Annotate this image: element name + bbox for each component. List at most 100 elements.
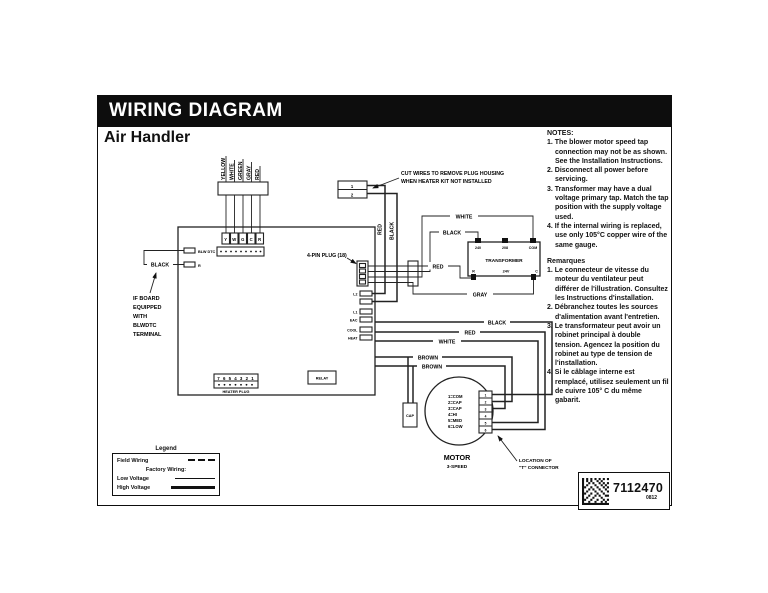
wire-label-red: RED (255, 169, 261, 180)
low-voltage-sample (175, 478, 215, 479)
motor-wires: BLACK RED WHITE BROWN BROWN (375, 318, 553, 431)
t-connector-note: "T" CONNECTOR (519, 465, 559, 471)
terminal-letter: W (232, 237, 236, 242)
motor-tap: 5=MED (448, 418, 462, 423)
motor-tap: 6=LOW (448, 424, 463, 429)
remarques-panel: Remarques 1. Le connecteur de vitesse du… (547, 257, 669, 406)
terminal-letter: C (250, 237, 253, 242)
if-board-note: EQUIPPED (133, 305, 161, 311)
wire-label-black: BLACK (443, 231, 461, 237)
legend: Legend Field Wiring Factory Wiring: Low … (112, 446, 220, 496)
remarques-heading: Remarques (547, 257, 586, 265)
notes-panel: NOTES: 1. The blower motor speed tap con… (547, 129, 669, 406)
wire-label-gray: GRAY (473, 293, 488, 299)
terminal-cool: COOL (347, 329, 358, 333)
terminal-letter: Y (224, 237, 227, 242)
wire-label-red-vert: RED (378, 224, 384, 235)
plug-pin-1: 1 (351, 184, 354, 189)
four-pin-plug: 4-PIN PLUG (18) RED BLACK WHITE GRAY (307, 212, 534, 299)
remarque-item: 2. Débranchez toutes les sources d'alime… (547, 304, 660, 321)
motor-speed-label: 3-SPEED (447, 464, 468, 470)
connector-pin: 6 (485, 429, 487, 433)
cut-wires-note: CUT WIRES TO REMOVE PLUG HOUSING (401, 171, 504, 177)
relay-box: RELAY (307, 370, 337, 385)
t-connector-note: LOCATION OF (519, 458, 552, 464)
legend-box: Field Wiring Factory Wiring: Low Voltage… (112, 453, 220, 496)
thermostat-wires: Y W G C R YELLOW WHITE GREEN GRAY RED (216, 156, 269, 257)
header-bar: WIRING DIAGRAM (97, 95, 672, 126)
legend-factory-wiring-label: Factory Wiring: (145, 466, 187, 473)
terminal-l2: L2 (353, 293, 357, 297)
wire-label-black-jumper: BLACK (151, 262, 169, 268)
blw-dtc-terminal-label: BLW DTC (198, 250, 216, 254)
if-board-note: BLWDTC (133, 323, 157, 329)
notes-heading: NOTES: (547, 130, 574, 137)
wire-label-yellow: YELLOW (221, 158, 227, 180)
page-title: WIRING DIAGRAM (109, 100, 283, 121)
wire-label-gray: GRAY (247, 165, 253, 180)
capacitor: CAP (402, 402, 418, 428)
tap-208: 208 (502, 246, 508, 250)
transformer-label: TRANSFORMER (485, 258, 523, 264)
wire-label-brown-2: BROWN (422, 364, 442, 370)
connector-pin: 3 (485, 408, 487, 412)
wire-label-red: RED (433, 264, 444, 270)
tap-com: COM (529, 246, 537, 250)
secondary-voltage: 24V (503, 270, 510, 274)
wire-label-white: WHITE (456, 215, 473, 221)
if-board-note: TERMINAL (133, 332, 162, 338)
high-voltage-sample (171, 486, 215, 489)
wire-label-black-vert: BLACK (390, 222, 396, 240)
legend-title: Legend (155, 446, 177, 452)
heater-plug-label: HEATER PLUG (223, 390, 250, 394)
terminal-eac: EAC (350, 319, 358, 323)
relay-label: RELAY (316, 377, 329, 381)
part-code: 0812 (645, 495, 658, 501)
legend-field-wiring-label: Field Wiring (117, 457, 149, 464)
datamatrix-barcode (582, 477, 609, 505)
connector-pin: 2 (485, 401, 487, 405)
board-right-terminals: L2 L1 EAC COOL HEAT (347, 290, 373, 341)
connector-pin: 5 (485, 422, 487, 426)
motor-tap: 1=COM (448, 394, 463, 399)
remarque-item: 1. Le connecteur de vitesse du moteur du… (547, 267, 668, 303)
field-wiring-sample (185, 458, 215, 464)
motor-label: MOTOR (444, 453, 471, 462)
blwdtc-jumper: BLW DTC R BLACK IF BOARD EQUIPPED WITH B… (133, 247, 216, 338)
control-board (177, 226, 376, 396)
wire-label-white: WHITE (230, 163, 236, 180)
transformer: 240 208 COM TRANSFORMER 24V R C (467, 238, 541, 280)
r-terminal-label: R (198, 264, 201, 268)
wire-label-black-motor: BLACK (488, 320, 506, 326)
wire-label-green: GREEN (238, 161, 244, 180)
wire-label-brown-1: BROWN (418, 355, 438, 361)
terminal-c: C (535, 270, 538, 274)
note-item: 4. If the internal wiring is replaced, u… (547, 222, 668, 249)
remarque-item: 4. Si le câblage interne est remplacé, u… (547, 369, 669, 405)
heater-plug-2pin: 1 2 RED BLACK CUT WIRES TO REMOVE PLUG H… (337, 171, 504, 303)
motor-tap: 2=CAP (448, 400, 462, 405)
product-title: Air Handler (104, 129, 191, 146)
note-item: 3. Transformer may have a dual voltage p… (547, 185, 669, 221)
terminal-l1: L1 (353, 311, 357, 315)
part-label-box: 7112470 0812 (578, 472, 670, 510)
four-pin-plug-label: 4-PIN PLUG (18) (307, 253, 347, 259)
wire-label-white-motor: WHITE (439, 339, 456, 345)
wire-label-red-motor: RED (465, 330, 476, 336)
if-board-note: IF BOARD (133, 296, 160, 302)
terminal-r: R (472, 270, 475, 274)
remarque-item: 3. Le transformateur peut avoir un robin… (547, 322, 661, 368)
note-item: 2. Disconnect all power before servicing… (547, 167, 649, 184)
motor-tap: 3=CAP (448, 406, 462, 411)
terminal-heat: HEAT (348, 337, 358, 341)
if-board-note: WITH (133, 314, 147, 320)
plug-pin-2: 2 (351, 193, 354, 198)
motor: 1=COM 2=CAP 3=CAP 4=HI 5=MED 6=LOW 1 2 3… (402, 376, 559, 471)
motor-connector: 1 2 3 4 5 6 (478, 390, 493, 434)
connector-pin: 1 (485, 394, 487, 398)
terminal-letter: G (241, 237, 244, 242)
legend-low-voltage-label: Low Voltage (117, 475, 149, 482)
motor-tap: 4=HI (448, 412, 457, 417)
